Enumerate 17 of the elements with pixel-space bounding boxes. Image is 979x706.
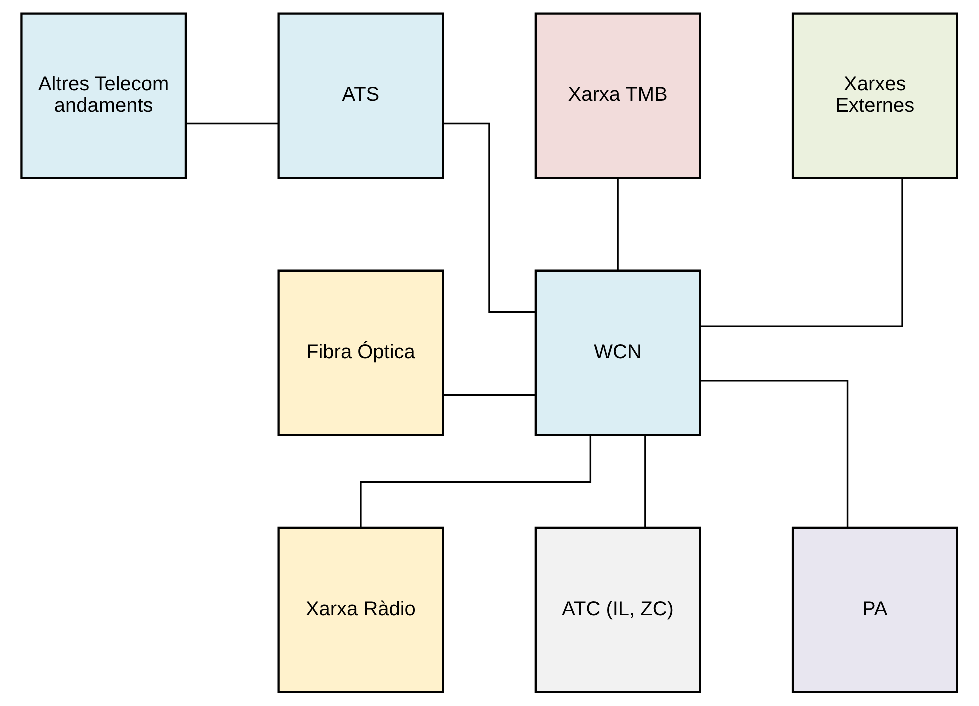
connector bbox=[700, 178, 904, 328]
node-box: Xarxa TMB bbox=[534, 12, 702, 180]
node-box: WCN bbox=[534, 270, 702, 436]
connector bbox=[700, 380, 849, 528]
node-box: Xarxes Externes bbox=[792, 12, 958, 180]
connector bbox=[186, 122, 279, 125]
node-box: Fibra Óptica bbox=[278, 270, 444, 436]
node-box: Xarxa Ràdio bbox=[278, 526, 444, 694]
connector bbox=[444, 394, 536, 396]
connector bbox=[360, 435, 592, 528]
node-box: ATS bbox=[278, 12, 444, 180]
node-box: PA bbox=[792, 526, 958, 694]
connector bbox=[443, 122, 536, 314]
connector bbox=[644, 436, 646, 528]
connector bbox=[617, 178, 619, 271]
node-box: Altres Telecomandaments bbox=[20, 12, 188, 180]
node-box: ATC (IL, ZC) bbox=[534, 526, 702, 694]
